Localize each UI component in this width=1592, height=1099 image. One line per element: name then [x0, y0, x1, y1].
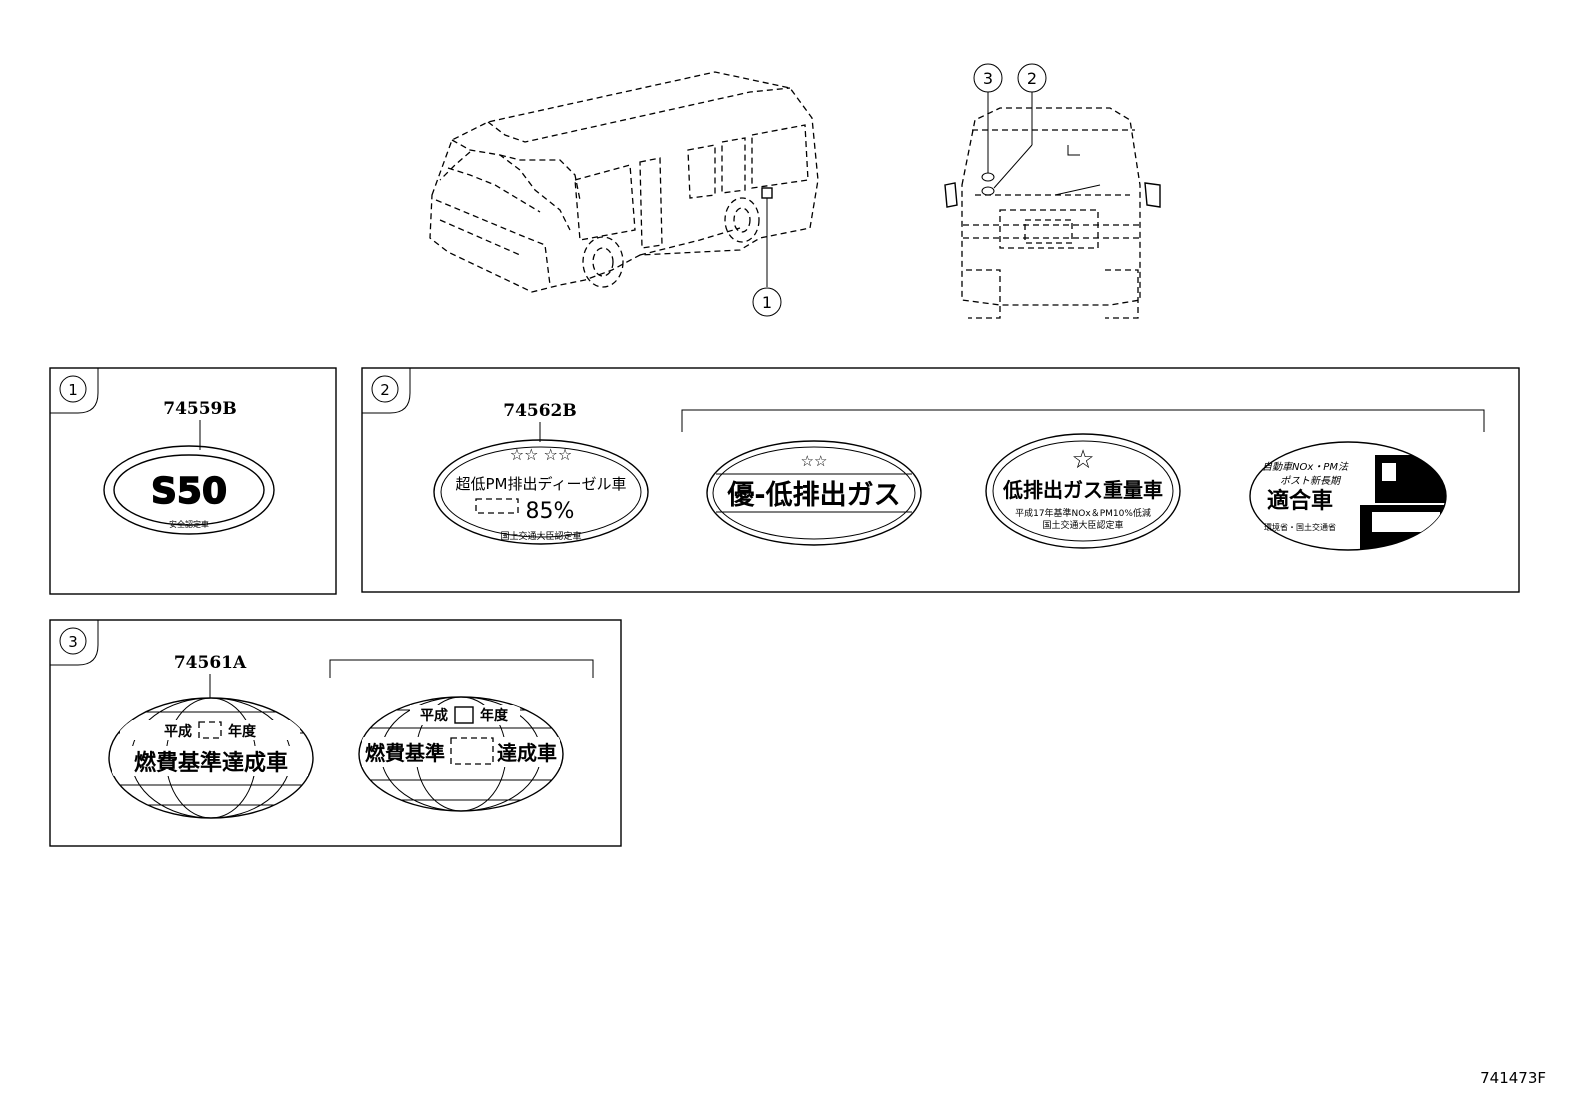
svg-text:85%: 85% — [526, 499, 575, 524]
panel-2-number: 2 — [380, 381, 390, 399]
callout-1: 1 — [752, 287, 782, 317]
svg-text:2: 2 — [1027, 69, 1037, 88]
svg-text:燃費基準: 燃費基準 — [365, 741, 445, 765]
label-excellent-low-emission: ☆☆ 優-低排出ガス — [706, 440, 922, 546]
label-fuel-economy-standard-b: 平成 年度 燃費基準 達成車 — [358, 696, 564, 812]
svg-text:環境省・国土交通省: 環境省・国土交通省 — [1264, 522, 1336, 532]
part-number-74561A: 74561A — [174, 653, 247, 673]
svg-text:年度: 年度 — [228, 723, 257, 740]
svg-text:平成: 平成 — [420, 707, 448, 724]
label-fuel-economy-standard-a: 平成 年度 燃費基準達成車 — [108, 697, 314, 819]
svg-text:自動車NOx・PM法: 自動車NOx・PM法 — [1262, 461, 1349, 473]
svg-text:国土交通大臣認定車: 国土交通大臣認定車 — [500, 530, 581, 542]
panel-3: 3 74561A 平成 年度 燃費基準達成車 — [49, 619, 622, 847]
label-s50: S50 安全認定車 — [103, 445, 275, 535]
part-number-74562B: 74562B — [503, 401, 577, 421]
svg-text:超低PM排出ディーゼル車: 超低PM排出ディーゼル車 — [456, 475, 627, 493]
van-rear-view — [944, 107, 1161, 319]
svg-text:安全認定車: 安全認定車 — [169, 519, 209, 529]
svg-text:低排出ガス重量車: 低排出ガス重量車 — [1002, 478, 1163, 502]
callout-2: 2 — [1017, 63, 1047, 93]
callout-3: 3 — [973, 63, 1003, 93]
svg-text:達成車: 達成車 — [497, 741, 557, 765]
svg-text:ポスト新長期: ポスト新長期 — [1280, 475, 1342, 487]
svg-text:適合車: 適合車 — [1267, 488, 1333, 514]
panel-3-number: 3 — [68, 633, 78, 651]
svg-text:☆☆ ☆☆: ☆☆ ☆☆ — [510, 445, 572, 464]
panel-1: 1 74559B S50 安全認定車 — [49, 367, 337, 595]
svg-text:S50: S50 — [151, 471, 227, 512]
svg-text:平成17年基準NOx＆PM10%低減: 平成17年基準NOx＆PM10%低減 — [1015, 507, 1151, 519]
label-super-low-pm-diesel: ☆☆ ☆☆ 超低PM排出ディーゼル車 85% 国土交通大臣認定車 — [433, 439, 649, 545]
svg-text:1: 1 — [762, 293, 772, 312]
svg-text:☆: ☆ — [1071, 445, 1094, 475]
svg-text:3: 3 — [983, 69, 993, 88]
svg-text:燃費基準達成車: 燃費基準達成車 — [134, 750, 288, 776]
label-nox-pm-compliant: 自動車NOx・PM法 ポスト新長期 適合車 環境省・国土交通省 — [1249, 441, 1447, 551]
svg-text:☆☆: ☆☆ — [801, 452, 828, 470]
van-three-quarter-view — [429, 71, 819, 293]
svg-text:平成: 平成 — [164, 723, 192, 740]
svg-text:国土交通大臣認定車: 国土交通大臣認定車 — [1042, 519, 1123, 531]
panel-2: 2 74562B ☆☆ ☆☆ 超低PM排出ディーゼル車 85% 国土交通大臣認定… — [361, 367, 1520, 593]
diagram-id: 741473F — [1480, 1069, 1546, 1087]
label-low-emission-heavy-vehicle: ☆ 低排出ガス重量車 平成17年基準NOx＆PM10%低減 国土交通大臣認定車 — [985, 433, 1181, 549]
svg-text:年度: 年度 — [480, 707, 509, 724]
panel-1-number: 1 — [68, 381, 78, 399]
part-number-74559B: 74559B — [163, 399, 237, 419]
svg-text:優-低排出ガス: 優-低排出ガス — [726, 480, 900, 511]
